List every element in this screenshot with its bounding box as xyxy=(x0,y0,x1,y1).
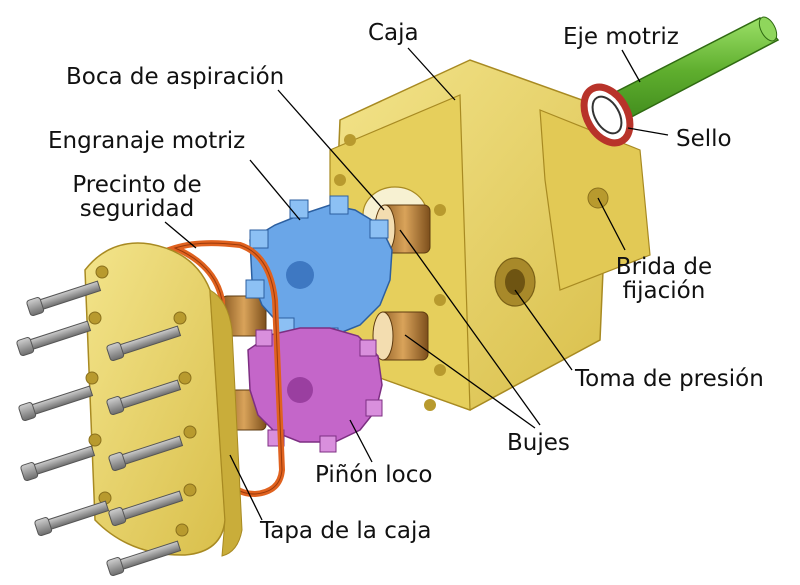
idler-gear xyxy=(247,327,383,453)
label-engranaje-motriz: Engranaje motriz xyxy=(48,128,246,154)
label-eje-motriz: Eje motriz xyxy=(563,24,679,50)
label-brida-line2: fijación xyxy=(622,278,706,304)
label-brida-line1: Brida de xyxy=(615,254,713,280)
label-pinon-loco: Piñón loco xyxy=(315,462,433,488)
leader-lines xyxy=(164,47,669,521)
seal xyxy=(580,83,634,147)
cover-bolts xyxy=(16,280,184,577)
label-toma-presion: Toma de presión xyxy=(575,366,764,392)
housing-cover xyxy=(84,242,243,557)
gasket xyxy=(166,240,286,498)
label-precinto-line1: Precinto de xyxy=(72,172,202,198)
label-tapa-caja: Tapa de la caja xyxy=(260,518,432,544)
label-boca-aspiracion: Boca de aspiración xyxy=(66,64,285,90)
label-caja: Caja xyxy=(368,20,419,46)
label-sello: Sello xyxy=(676,126,732,152)
label-precinto-line2: seguridad xyxy=(79,196,195,222)
label-bujes: Bujes xyxy=(507,430,570,456)
